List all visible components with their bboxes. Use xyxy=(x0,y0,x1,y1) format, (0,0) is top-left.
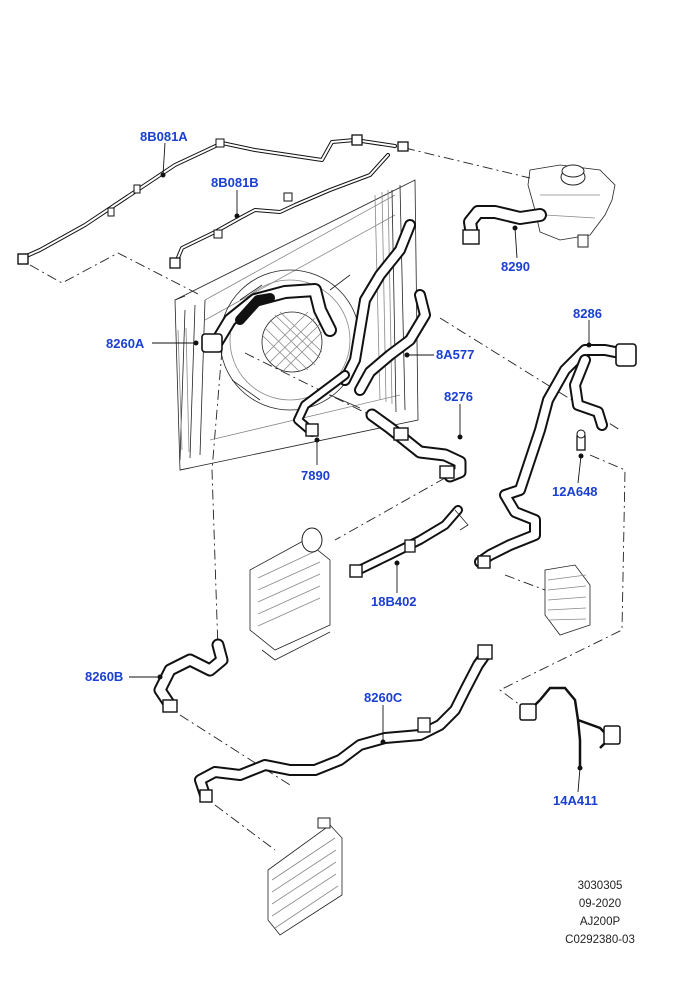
sensor-12A648[interactable] xyxy=(576,429,586,451)
label-8B081B[interactable]: 8B081B xyxy=(211,175,259,190)
tube-18B402[interactable] xyxy=(349,505,469,578)
label-8276[interactable]: 8276 xyxy=(444,389,473,404)
hose-8276[interactable] xyxy=(365,408,467,483)
label-8260A[interactable]: 8260A xyxy=(106,336,145,351)
hose-8260A[interactable] xyxy=(201,283,337,353)
vent-tube-8B081B[interactable] xyxy=(169,153,390,269)
hose-7890[interactable] xyxy=(293,370,350,437)
label-8260B[interactable]: 8260B xyxy=(85,669,123,684)
label-14A411[interactable]: 14A411 xyxy=(553,793,598,808)
label-8290[interactable]: 8290 xyxy=(501,259,530,274)
oil-cooler xyxy=(544,564,591,636)
hose-8260B[interactable] xyxy=(153,638,229,713)
label-8260C[interactable]: 8260C xyxy=(364,690,403,705)
label-18B402[interactable]: 18B402 xyxy=(371,594,417,609)
expansion-tank[interactable] xyxy=(527,164,616,248)
label-leaders xyxy=(129,142,592,793)
drawing-reference-codes: 3030305 09-2020 AJ200P C0292380-03 xyxy=(540,877,660,949)
hose-8A577[interactable] xyxy=(339,219,431,396)
harness-14A411[interactable] xyxy=(519,686,621,770)
hose-8290[interactable] xyxy=(462,205,547,245)
vent-tube-8B081A[interactable] xyxy=(17,134,409,265)
label-8A577[interactable]: 8A577 xyxy=(436,347,474,362)
auxiliary-radiator xyxy=(267,817,343,936)
code-line-3: AJ200P xyxy=(579,916,621,928)
code-line-4: C0292380-03 xyxy=(565,934,635,946)
label-7890[interactable]: 7890 xyxy=(301,468,330,483)
hose-8260C[interactable] xyxy=(194,644,493,803)
part-labels: 8B081A 8B081B 8290 8260A 8A577 8276 8286… xyxy=(85,129,602,808)
connection-lines xyxy=(29,147,626,851)
label-12A648[interactable]: 12A648 xyxy=(552,484,598,499)
code-line-1: 3030305 xyxy=(577,880,623,892)
label-8B081A[interactable]: 8B081A xyxy=(140,129,188,144)
intercooler xyxy=(249,527,331,661)
label-8286[interactable]: 8286 xyxy=(573,306,602,321)
code-line-2: 09-2020 xyxy=(578,898,622,910)
hose-8286[interactable] xyxy=(474,343,637,569)
